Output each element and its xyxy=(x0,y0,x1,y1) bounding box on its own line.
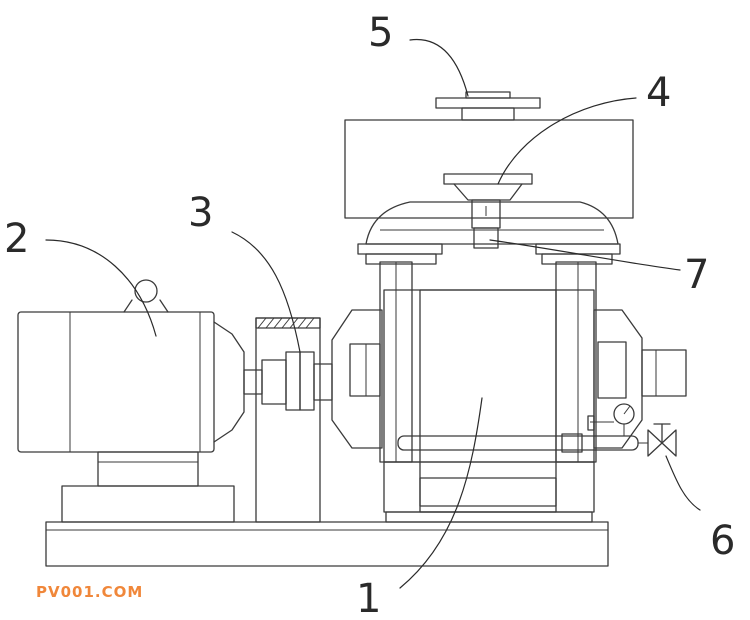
leader-lines xyxy=(45,38,701,589)
label-2: 2 xyxy=(4,216,29,262)
coupling xyxy=(243,351,333,411)
coupling-guard xyxy=(255,317,321,523)
motor xyxy=(17,279,245,523)
inlet-flange xyxy=(443,173,533,229)
top-tank xyxy=(344,119,634,219)
pump-body xyxy=(331,201,687,523)
watermark-text: PV001.COM xyxy=(36,583,144,601)
label-3: 3 xyxy=(188,190,213,236)
top-flange xyxy=(435,91,541,121)
lifting-eye-icon xyxy=(134,279,158,303)
label-6: 6 xyxy=(710,518,735,564)
label-7: 7 xyxy=(684,252,709,298)
side-pipe xyxy=(397,403,639,453)
base-plate xyxy=(45,521,609,567)
label-1: 1 xyxy=(356,576,381,620)
valve xyxy=(638,423,677,457)
label-4: 4 xyxy=(646,70,671,116)
label-5: 5 xyxy=(368,10,393,56)
joint xyxy=(473,206,499,249)
